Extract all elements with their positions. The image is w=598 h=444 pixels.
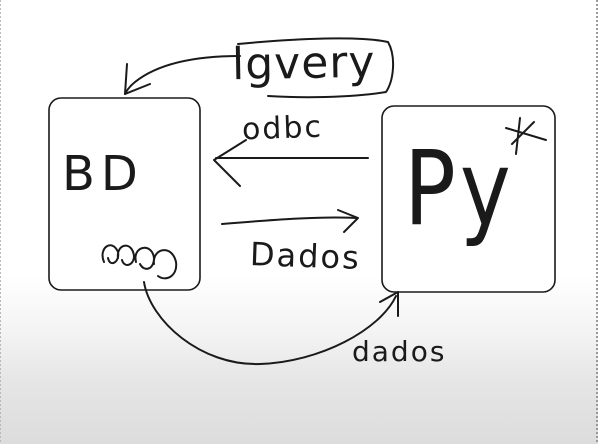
query-arrow-line (124, 55, 241, 95)
bottom-curve-arrow-line (143, 281, 397, 366)
odbc-label: odbc (241, 109, 324, 148)
loop-scribble (101, 244, 178, 280)
odbc-arrow-head (213, 139, 247, 187)
bd-label: BD (62, 146, 144, 202)
dados-arrow-head (337, 209, 359, 233)
query-arrow-head (124, 63, 151, 95)
bd-box (48, 97, 201, 291)
py-label: Py (404, 129, 515, 250)
dados-top-label: Dados (249, 235, 362, 277)
query-label: lgvery (231, 36, 376, 91)
dados-bottom-label: dados (352, 335, 447, 368)
bottom-curve-arrow-head (379, 291, 399, 317)
dados-arrow-line (221, 216, 357, 225)
star-mark-icon (505, 117, 547, 155)
py-box (381, 105, 556, 293)
query-bracket (237, 37, 394, 99)
